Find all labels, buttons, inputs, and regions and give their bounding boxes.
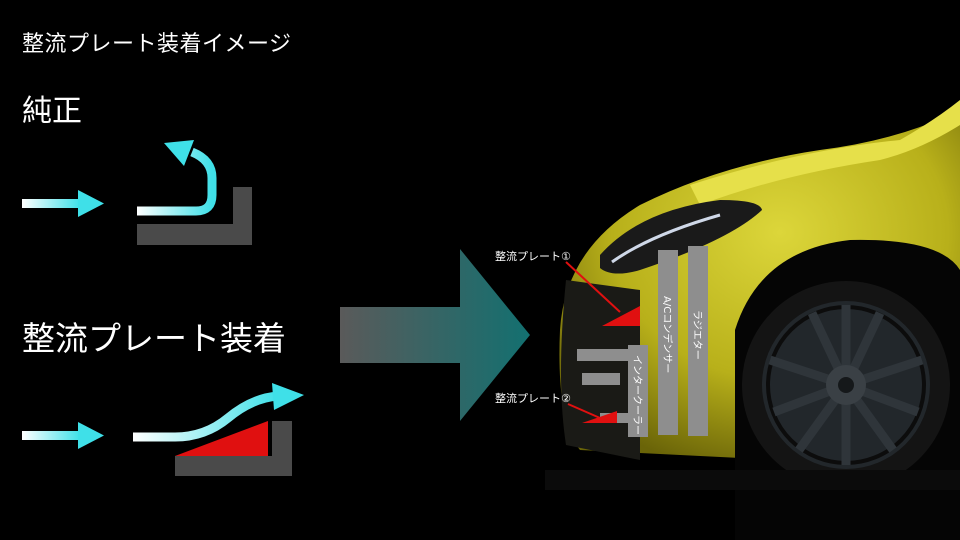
car-front-image	[545, 100, 960, 540]
standard-panel-shape	[137, 187, 252, 245]
standard-deflected-flow-arrow	[137, 140, 217, 216]
plate-inlet-arrow	[22, 422, 104, 449]
component-overlays	[577, 246, 708, 437]
plate-1-callout: 整流プレート①	[495, 249, 571, 263]
radiator-label: ラジエター	[691, 310, 703, 360]
transition-arrow	[340, 249, 530, 421]
intercooler-label: インタークーラー	[631, 355, 643, 435]
plate-2-callout: 整流プレート②	[495, 391, 571, 405]
plate-guided-flow-arrow	[133, 383, 304, 442]
standard-inlet-arrow	[22, 190, 104, 217]
ac-condenser-label: A/Cコンデンサー	[661, 296, 674, 373]
plate-2-leader	[567, 403, 601, 419]
plate-1-leader	[565, 261, 621, 313]
plate-1-marker	[602, 306, 640, 326]
standard-label: 純正	[22, 94, 82, 129]
plate-equipped-label: 整流プレート装着	[22, 319, 286, 358]
page-title: 整流プレート装着イメージ	[22, 32, 292, 57]
red-plate-icon	[175, 421, 268, 456]
plate-panel-shape	[175, 421, 292, 476]
